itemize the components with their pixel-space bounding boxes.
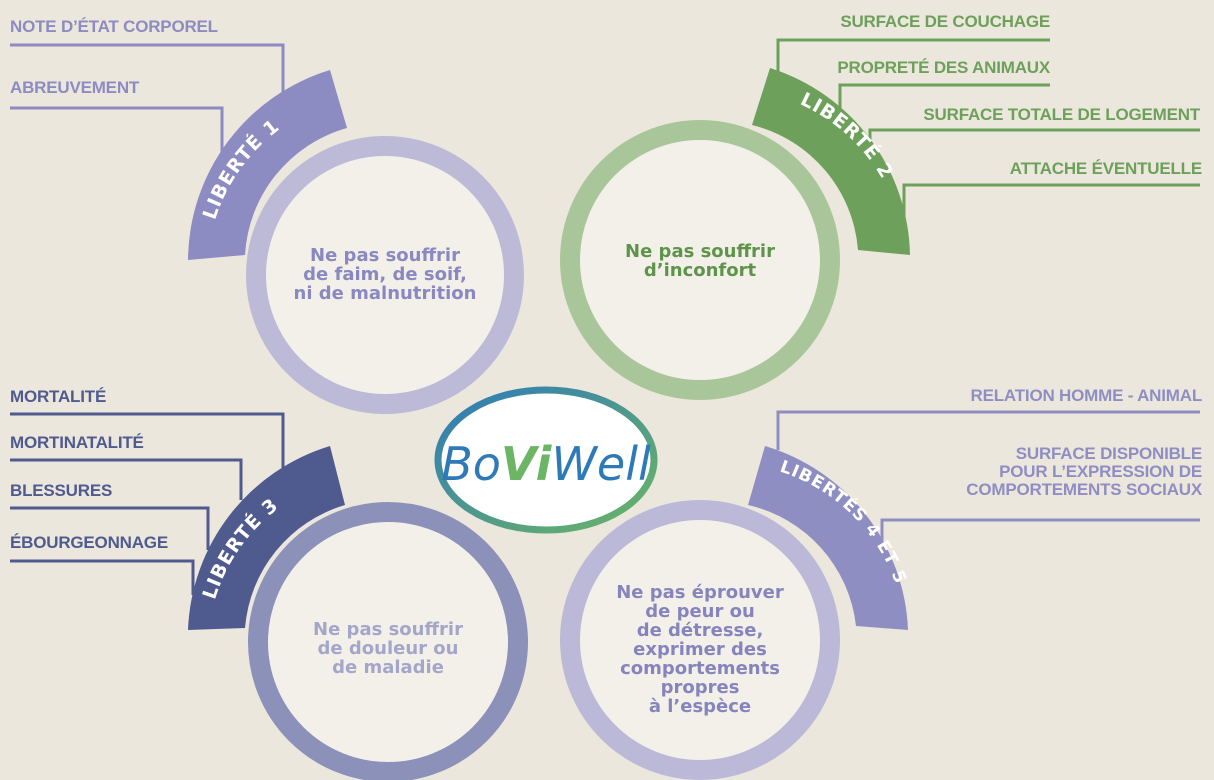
center-text-line: à l’espèce: [648, 696, 752, 717]
connector-lines: [10, 38, 1200, 595]
band-liberte-1: [188, 70, 347, 260]
indicator-note-etat-corporel: NOTE D’ÉTAT CORPOREL: [10, 17, 218, 36]
bowell-logo: BoViWell: [434, 386, 658, 534]
center-text-line: de douleur ou: [317, 638, 459, 659]
indicator-abreuvement: ABREUVEMENT: [10, 78, 140, 97]
indicator-line: POUR L’EXPRESSION DE: [999, 462, 1202, 481]
connector-relation: [776, 410, 1200, 450]
indicator-mortinatalite: MORTINATALITÉ: [10, 433, 144, 452]
center-text-line: comportements: [620, 658, 780, 679]
center-text-line: Ne pas souffrir: [310, 245, 460, 266]
connector-attache: [902, 183, 1200, 228]
connector-abreuvement: [10, 106, 224, 158]
center-text-line: de peur ou: [645, 601, 755, 622]
indicator-proprete-animaux: PROPRETÉ DES ANIMAUX: [837, 58, 1050, 77]
indicator-surface-couchage: SURFACE DE COUCHAGE: [840, 12, 1050, 31]
indicator-surface-totale-logement: SURFACE TOTALE DE LOGEMENT: [923, 105, 1200, 124]
connector-mortalite: [10, 412, 285, 470]
center-text-line: exprimer des: [633, 639, 767, 660]
band-liberte-4-5: [748, 446, 908, 630]
center-text-line: ni de malnutrition: [293, 283, 477, 304]
center-text-line: de faim, de soif,: [303, 264, 467, 285]
center-text-line: Ne pas souffrir: [625, 241, 775, 262]
center-text-line: propres: [660, 677, 740, 698]
svg-text:BoViWell: BoViWell: [441, 437, 651, 491]
circle-liberte-4-5: [560, 500, 840, 780]
connector-surface-couchage: [776, 38, 1050, 78]
connector-mortinatalite: [10, 458, 243, 500]
band-liberte-2: [752, 68, 910, 255]
circle-liberte-1: [246, 136, 524, 414]
connector-ebourgeonnage: [10, 559, 195, 595]
indicator-attache-eventuelle: ATTACHE ÉVENTUELLE: [1009, 159, 1202, 178]
center-text-line: de détresse,: [636, 620, 764, 641]
center-text-line: Ne pas souffrir: [313, 619, 463, 640]
logo-text-bo: Bo: [441, 437, 501, 491]
circle-liberte-2: [560, 120, 840, 400]
center-text-line: de maladie: [332, 657, 444, 678]
connector-surface-disponible: [880, 518, 1200, 555]
indicator-mortalite: MORTALITÉ: [10, 387, 107, 406]
center-text-line: Ne pas éprouver: [616, 582, 784, 603]
center-text-line: d’inconfort: [643, 260, 757, 281]
logo-text-vi: Vi: [501, 437, 553, 491]
indicator-line: COMPORTEMENTS SOCIAUX: [966, 480, 1202, 499]
indicator-blessures: BLESSURES: [10, 481, 113, 500]
indicator-relation-homme-animal: RELATION HOMME - ANIMAL: [970, 386, 1203, 405]
connector-blessures: [10, 506, 210, 550]
connector-proprete: [838, 83, 1050, 112]
circle-liberte-3: [248, 502, 528, 780]
band-liberte-3: [188, 446, 345, 630]
connector-note-etat-corporel: [10, 43, 285, 100]
indicator-line: SURFACE DISPONIBLE: [1015, 444, 1202, 463]
logo-text-well: Well: [551, 437, 651, 491]
indicator-ebourgeonnage: ÉBOURGEONNAGE: [10, 533, 168, 552]
